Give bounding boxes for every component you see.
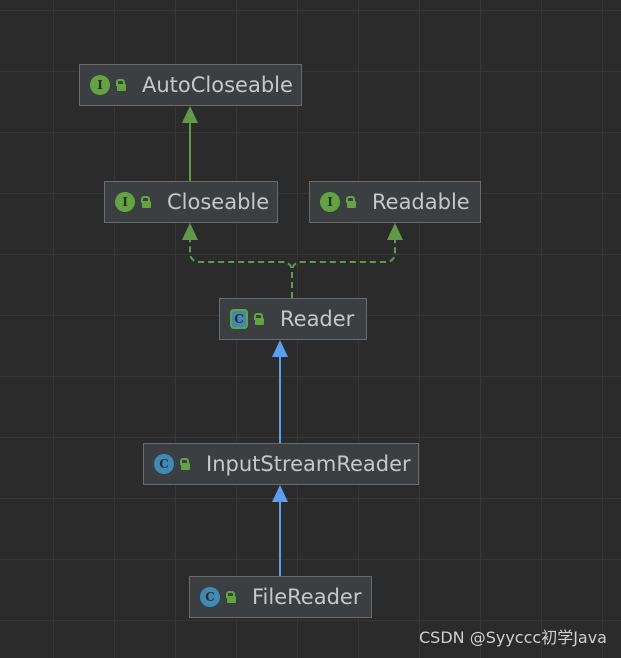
arrowhead-filereader-to-inputstreamreader xyxy=(272,485,288,502)
public-lock-icon xyxy=(253,313,264,325)
arrowhead-reader-to-readable xyxy=(387,223,403,240)
node-label: FileReader xyxy=(252,585,362,609)
node-filereader[interactable]: C FileReader xyxy=(189,576,372,618)
public-lock-icon xyxy=(115,79,126,91)
interface-icon: I xyxy=(115,192,135,212)
edge-reader-to-closeable xyxy=(189,239,293,298)
node-readable[interactable]: I Readable xyxy=(309,181,481,223)
watermark: CSDN @Syyccc初学Java xyxy=(419,628,607,647)
class-icon: C xyxy=(154,454,174,474)
interface-icon: I xyxy=(320,192,340,212)
node-label: Reader xyxy=(280,307,355,331)
arrowhead-inputstreamreader-to-reader xyxy=(272,340,288,357)
node-reader[interactable]: C Reader xyxy=(219,298,367,340)
node-inputstreamreader[interactable]: C InputStreamReader xyxy=(143,443,419,485)
arrowhead-closeable-to-autocloseable xyxy=(182,106,198,123)
edge-reader-to-readable xyxy=(291,239,396,298)
node-closeable[interactable]: I Closeable xyxy=(104,181,278,223)
public-lock-icon xyxy=(345,196,356,208)
public-lock-icon xyxy=(140,196,151,208)
node-label: InputStreamReader xyxy=(206,452,411,476)
node-label: AutoCloseable xyxy=(142,73,293,97)
public-lock-icon xyxy=(225,591,236,603)
node-label: Closeable xyxy=(167,190,270,214)
interface-icon: I xyxy=(90,75,110,95)
node-autocloseable[interactable]: I AutoCloseable xyxy=(79,64,302,106)
arrowhead-reader-to-closeable xyxy=(182,223,198,240)
abstract-class-icon: C xyxy=(230,309,248,329)
public-lock-icon xyxy=(179,458,190,470)
class-icon: C xyxy=(200,587,220,607)
node-label: Readable xyxy=(372,190,470,214)
